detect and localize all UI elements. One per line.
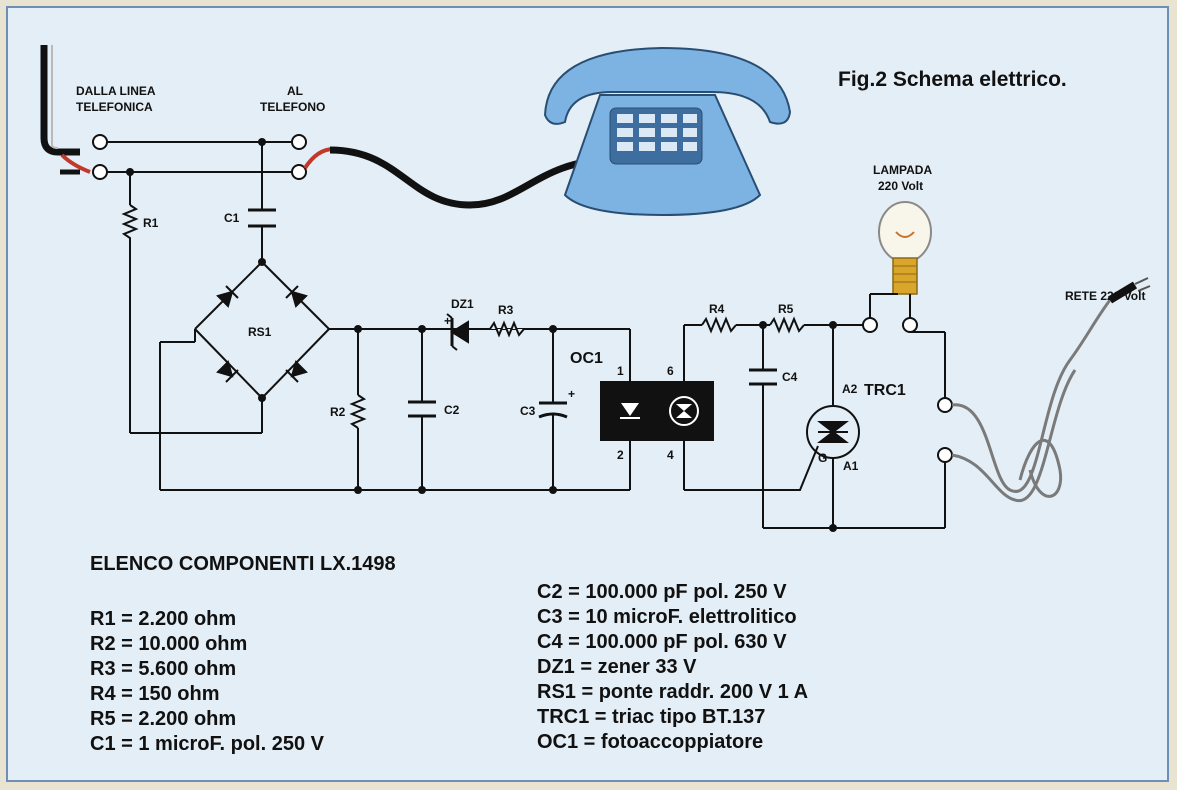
label-a1: A1 (843, 459, 859, 473)
label-trc1: TRC1 (864, 382, 906, 399)
resistor-r5 (769, 316, 870, 334)
label-r5: R5 (778, 302, 794, 316)
label-c3-plus: + (568, 387, 575, 401)
resistor-r1 (121, 204, 139, 240)
label-lamp-1: LAMPADA (873, 163, 932, 177)
zener-diode-dz1 (446, 313, 469, 351)
line-bus-wires (107, 141, 292, 434)
capacitor-c3 (538, 329, 568, 490)
labels: Fig.2 Schema elettrico. DALLA LINEA TELE… (76, 68, 1145, 473)
label-pin4: 4 (667, 448, 674, 462)
triac-trc1 (684, 325, 860, 528)
label-r4: R4 (709, 302, 725, 316)
label-line-in-1: DALLA LINEA (76, 84, 156, 98)
optocoupler-oc1 (600, 325, 714, 490)
telephone-line-input (40, 45, 91, 175)
label-c2: C2 (444, 403, 460, 417)
resistor-r4 (684, 316, 770, 334)
bridge-rectifier-rs1 (159, 261, 630, 433)
label-g: G (818, 451, 827, 465)
label-a2: A2 (842, 382, 858, 396)
label-c1: C1 (224, 211, 240, 225)
label-dz1: DZ1 (451, 297, 474, 311)
mains-cord (951, 277, 1151, 503)
figure-title: Fig.2 Schema elettrico. (838, 68, 1067, 91)
label-lamp-2: 220 Volt (878, 179, 923, 193)
resistor-r2 (349, 329, 367, 490)
label-c4: C4 (782, 370, 798, 384)
label-pin2: 2 (617, 448, 624, 462)
phone-cord (329, 146, 611, 209)
label-to-phone-1: AL (287, 84, 303, 98)
label-pin1: 1 (617, 364, 624, 378)
lamp (869, 201, 932, 325)
label-oc1: OC1 (570, 350, 603, 367)
label-c3: C3 (520, 404, 536, 418)
mains-terminals (862, 317, 953, 528)
capacitor-c1 (248, 208, 276, 228)
label-r2: R2 (330, 405, 346, 419)
label-dz1-plus: + (444, 314, 451, 328)
label-rs1: RS1 (248, 325, 272, 339)
label-r3: R3 (498, 303, 514, 317)
label-r1: R1 (143, 216, 159, 230)
capacitor-c4 (749, 325, 945, 529)
telephone-icon (543, 46, 792, 217)
resistor-r3 (489, 320, 525, 338)
label-mains: RETE 220 Volt (1065, 289, 1145, 303)
label-line-in-2: TELEFONICA (76, 100, 153, 114)
bridge-diodes (216, 285, 308, 383)
label-to-phone-2: TELEFONO (260, 100, 325, 114)
label-pin6: 6 (667, 364, 674, 378)
ground-wire (159, 433, 631, 491)
capacitor-c2 (408, 329, 436, 490)
